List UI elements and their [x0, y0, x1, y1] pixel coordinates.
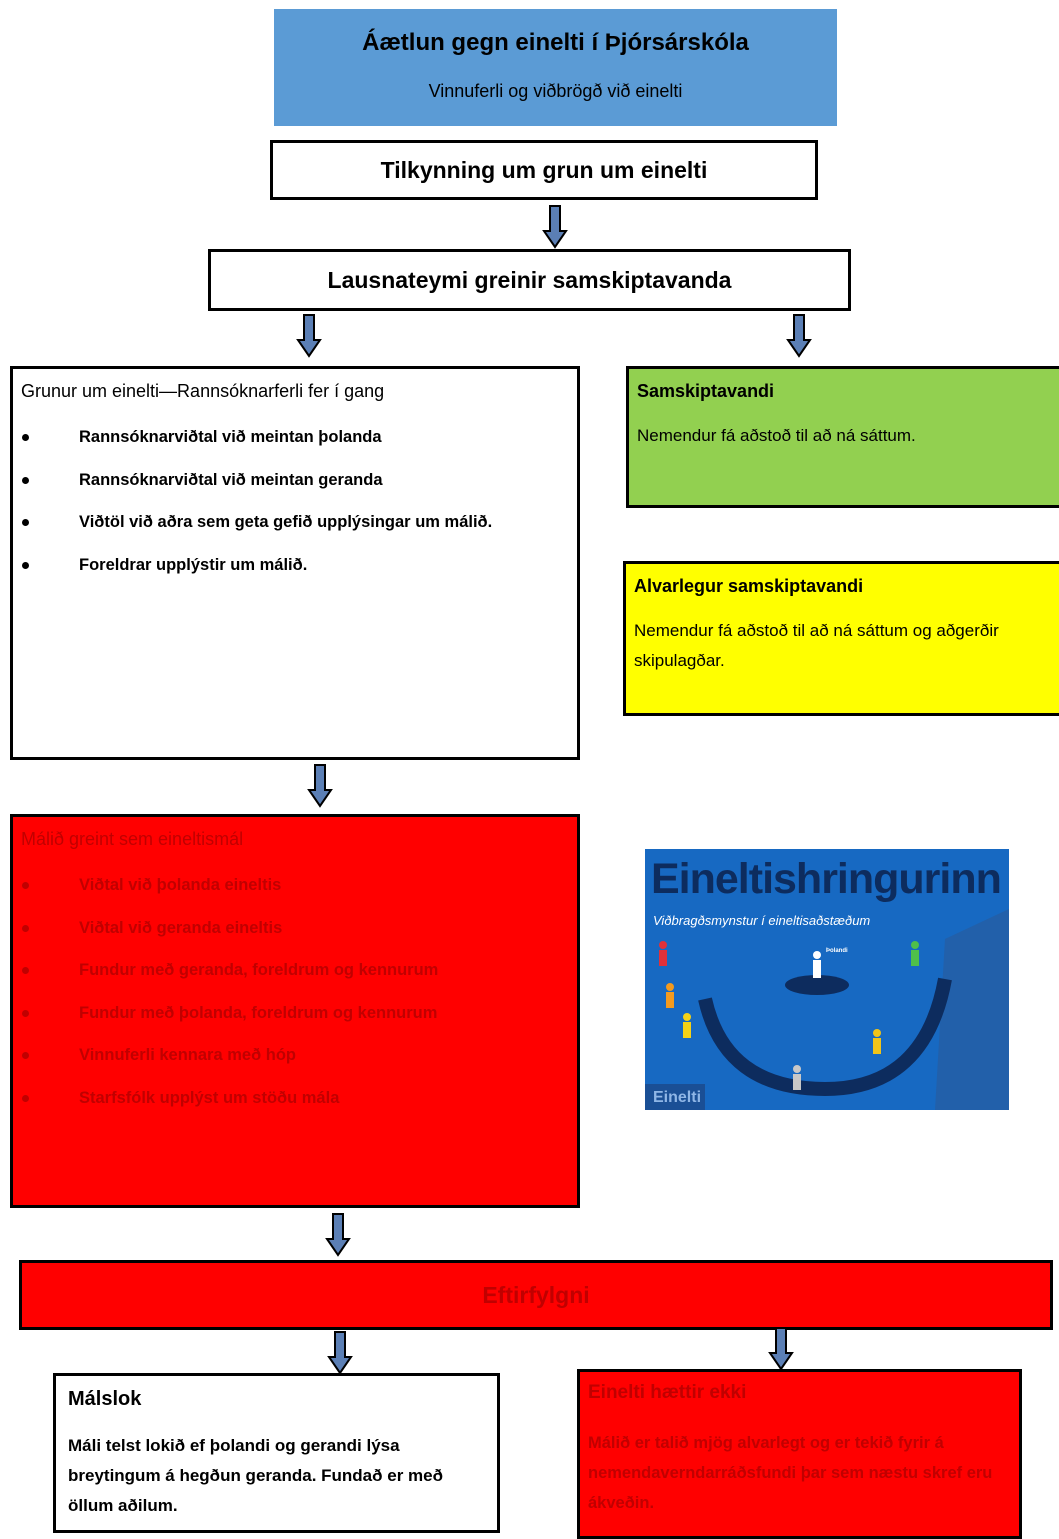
bullying-continues-title: Einelti hættir ekki [588, 1382, 747, 1403]
bullet-icon [22, 434, 29, 441]
list-item: Rannsóknarviðtal við meintan geranda [13, 470, 492, 513]
investigation-list: Rannsóknarviðtal við meintan þolanda Ran… [13, 427, 492, 597]
follow-up-box: Eftirfylgni [19, 1260, 1053, 1330]
bullet-icon [22, 519, 29, 526]
step-report-box: Tilkynning um grun um einelti [270, 140, 818, 200]
plan-header: Áætlun gegn einelti í Þjórsárskóla Vinnu… [274, 9, 837, 126]
bullet-icon [22, 1052, 29, 1059]
poster-center-label: Þolandi [826, 948, 848, 954]
person-white-icon [813, 951, 821, 978]
bullet-icon [22, 1009, 29, 1017]
case-closed-box: Málslok Máli telst lokið ef þolandi og g… [53, 1373, 500, 1533]
poster-title: Eineltishringurinn [651, 855, 1002, 903]
person-orange-icon [666, 983, 674, 1008]
bullying-circle-poster: Eineltishringurinn Viðbragðsmynstur í ei… [645, 849, 1009, 1110]
poster-subtitle: Viðbragðsmynstur í eineltisaðstæðum [653, 913, 871, 928]
person-gray-icon [793, 1065, 801, 1090]
bullying-continues-text: Málið er talið mjög alvarlegt og er teki… [588, 1434, 993, 1512]
investigation-box: Grunur um einelti—Rannsóknarferli fer í … [10, 366, 580, 760]
communication-problem-box: Samskiptavandi Nemendur fá aðstoð til að… [626, 366, 1059, 508]
serious-problem-title: Alvarlegur samskiptavandi [634, 576, 864, 596]
down-arrow-icon [327, 1331, 353, 1375]
page-title: Áætlun gegn einelti í Þjórsárskóla [362, 29, 749, 56]
down-arrow-icon [768, 1327, 794, 1371]
serious-problem-text: Nemendur fá aðstoð til að ná sáttum og a… [634, 621, 999, 670]
bullet-icon [22, 476, 29, 484]
bullet-icon [22, 1094, 29, 1102]
case-closed-title: Málslok [68, 1388, 142, 1410]
down-arrow-icon [307, 764, 333, 808]
bullying-case-list: Viðtal við þolanda eineltis Viðtal við g… [13, 875, 438, 1130]
list-item: Rannsóknarviðtal við meintan þolanda [13, 427, 492, 470]
list-item: Starfsfólk upplýst um stöðu mála [13, 1088, 438, 1131]
list-item: Viðtal við þolanda eineltis [13, 875, 438, 918]
bullet-icon [22, 967, 29, 974]
down-arrow-icon [296, 314, 322, 358]
down-arrow-icon [542, 205, 568, 249]
list-item: Fundur með geranda, foreldrum og kennuru… [13, 960, 438, 1003]
list-item: Fundur með þolanda, foreldrum og kennuru… [13, 1003, 438, 1046]
bullying-case-box: Málið greint sem eineltismál Viðtal við … [10, 814, 580, 1208]
communication-problem-text: Nemendur fá aðstoð til að ná sáttum. [637, 426, 916, 445]
step-team-box: Lausnateymi greinir samskiptavanda [208, 249, 851, 311]
serious-communication-problem-box: Alvarlegur samskiptavandi Nemendur fá að… [623, 561, 1059, 716]
bullet-icon [22, 882, 29, 889]
person-red-icon [659, 941, 667, 966]
person-gold-icon [873, 1029, 881, 1054]
person-green-icon [911, 941, 919, 966]
bullet-icon [22, 924, 29, 932]
bullying-continues-box: Einelti hættir ekki Málið er talið mjög … [577, 1369, 1022, 1539]
person-yellow-icon [683, 1013, 691, 1038]
down-arrow-icon [786, 314, 812, 358]
case-closed-text: Máli telst lokið ef þolandi og gerandi l… [68, 1436, 443, 1515]
list-item: Vinnuferli kennara með hóp [13, 1045, 438, 1088]
list-item: Foreldrar upplýstir um málið. [13, 555, 492, 598]
down-arrow-icon [325, 1213, 351, 1257]
investigation-title: Grunur um einelti—Rannsóknarferli fer í … [21, 381, 385, 401]
page-subtitle: Vinnuferli og viðbrögð við einelti [428, 81, 683, 101]
bullet-icon [22, 561, 29, 569]
bullying-case-title: Málið greint sem eineltismál [21, 829, 244, 849]
poster-graphic [645, 849, 1009, 1110]
communication-problem-title: Samskiptavandi [637, 381, 775, 401]
list-item: Viðtöl við aðra sem geta gefið upplýsing… [13, 512, 492, 555]
poster-logo: Einelti [653, 1089, 702, 1106]
list-item: Viðtal við geranda eineltis [13, 918, 438, 961]
